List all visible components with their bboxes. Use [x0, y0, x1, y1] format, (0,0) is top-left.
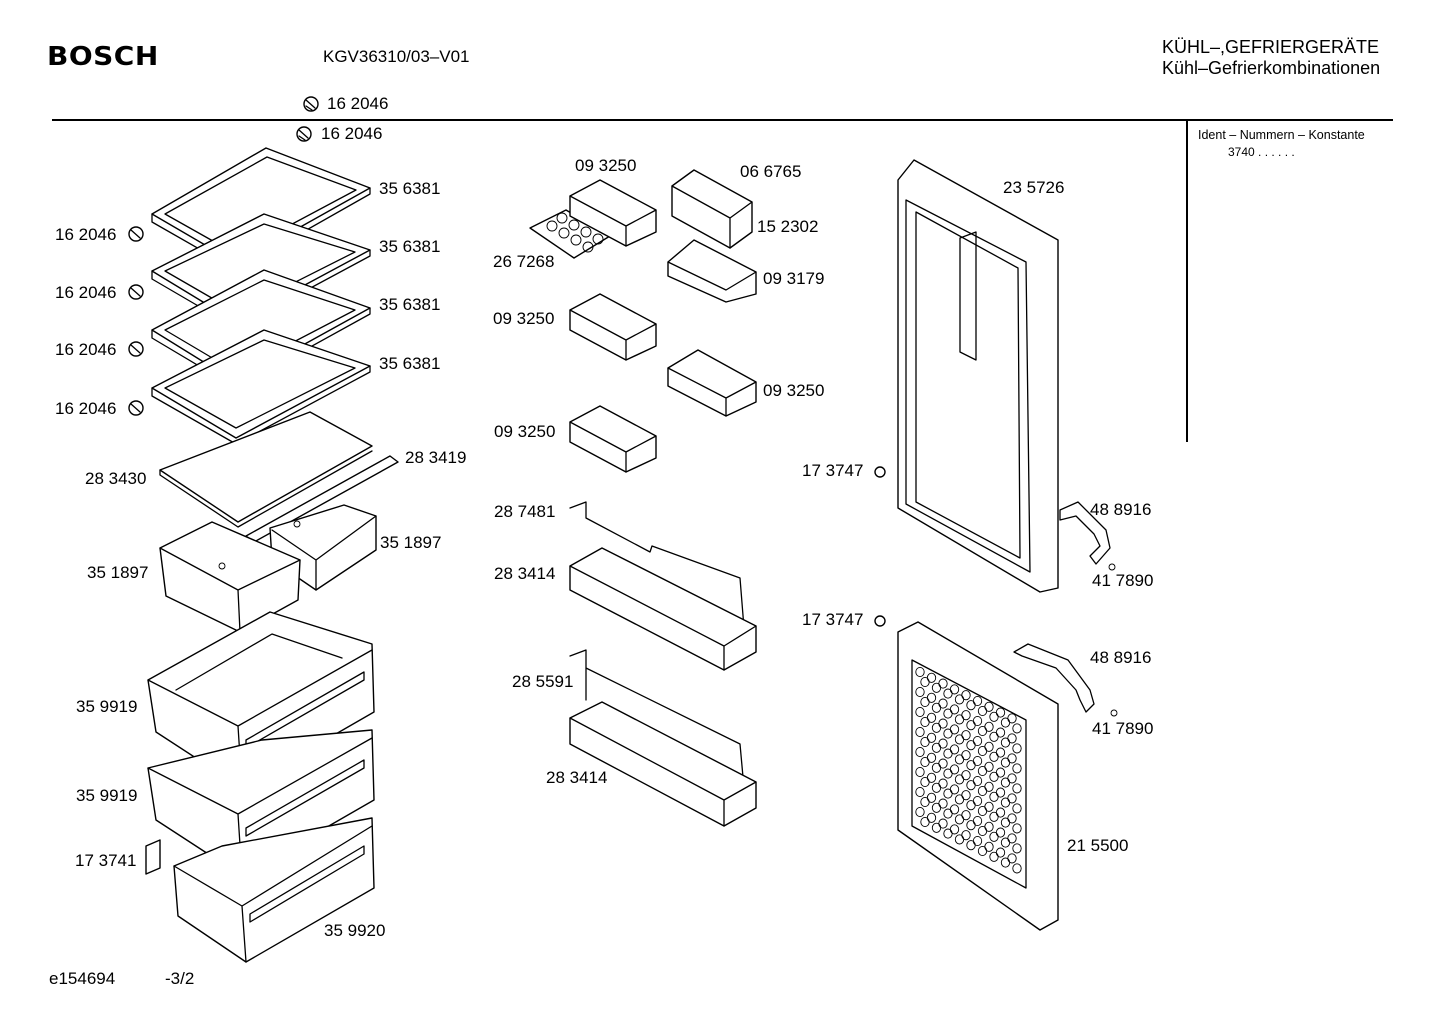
freezer-door-panel-pattern	[915, 666, 1022, 874]
part-label: 21 5500	[1067, 836, 1129, 855]
part-label: 41 7890	[1092, 571, 1154, 590]
part-label: 16 2046	[55, 283, 117, 302]
category-subtitle: Kühl–Gefrierkombinationen	[1162, 58, 1381, 78]
part-label: 35 6381	[379, 295, 441, 314]
part-label: 35 6381	[379, 237, 441, 256]
drawing-id: e154694	[49, 969, 116, 988]
hinge-screw-upper	[874, 466, 886, 478]
door-box-middle-left	[569, 293, 657, 361]
door-handle-lower	[1013, 643, 1118, 717]
butter-compartment-lid	[671, 169, 753, 249]
part-label: 35 6381	[379, 179, 441, 198]
door-box-middle-right	[667, 349, 757, 417]
part-label: 28 3414	[546, 768, 608, 787]
model-number: KGV36310/03–V01	[323, 47, 470, 66]
part-label: 06 6765	[740, 162, 802, 181]
clip-icon-left-1	[128, 226, 144, 242]
part-label: 48 8916	[1090, 648, 1152, 667]
drawer-handle-clip	[145, 839, 161, 875]
door-box-top	[569, 179, 657, 247]
clip-icon-top-a	[303, 96, 319, 112]
part-label: 35 9919	[76, 697, 138, 716]
part-label: 28 3419	[405, 448, 467, 467]
part-label: 09 3250	[493, 309, 555, 328]
part-label: 35 6381	[379, 354, 441, 373]
part-label: 16 2046	[55, 399, 117, 418]
part-label: 41 7890	[1092, 719, 1154, 738]
part-label: 23 5726	[1003, 178, 1065, 197]
clip-icon-left-3	[128, 341, 144, 357]
part-label: 09 3179	[763, 269, 825, 288]
glass-shelf-4	[151, 329, 371, 445]
ident-box-value: 3740 . . . . . .	[1228, 145, 1295, 159]
part-label: 16 2046	[321, 124, 383, 143]
part-label: 17 3741	[75, 851, 137, 870]
small-drawer-left	[159, 521, 301, 633]
part-label: 35 1897	[380, 533, 442, 552]
crisper-cover-plate	[159, 411, 373, 528]
part-label: 09 3250	[763, 381, 825, 400]
clip-icon-left-4	[128, 400, 144, 416]
bottle-shelf-upper	[569, 547, 757, 671]
ident-box-title: Ident – Nummern – Konstante	[1198, 128, 1365, 142]
part-label: 28 3430	[85, 469, 147, 488]
part-label: 15 2302	[757, 217, 819, 236]
category-title: KÜHL–,GEFRIERGERÄTE	[1162, 37, 1380, 57]
page-number: -3/2	[165, 969, 195, 988]
clip-icon-top-b	[296, 126, 312, 142]
door-handle-upper	[1059, 501, 1116, 571]
part-label: 16 2046	[55, 340, 117, 359]
fridge-door	[897, 159, 1059, 593]
part-label: 28 5591	[512, 672, 574, 691]
part-label: 35 1897	[87, 563, 149, 582]
part-label: 17 3747	[802, 461, 864, 480]
part-label: 26 7268	[493, 252, 555, 271]
door-box-lower	[569, 405, 657, 473]
part-label: 09 3250	[575, 156, 637, 175]
hinge-screw-lower	[874, 615, 886, 627]
part-label: 09 3250	[494, 422, 556, 441]
bottle-shelf-lower	[569, 701, 757, 827]
part-label: 28 3414	[494, 564, 556, 583]
freezer-drawer	[173, 817, 375, 963]
part-label: 16 2046	[55, 225, 117, 244]
butter-compartment-box	[667, 239, 757, 303]
part-label: 48 8916	[1090, 500, 1152, 519]
part-label: 35 9919	[76, 786, 138, 805]
clip-icon-left-2	[128, 284, 144, 300]
part-label: 17 3747	[802, 610, 864, 629]
part-label: 16 2046	[327, 94, 389, 113]
part-label: 35 9920	[324, 921, 386, 940]
part-label: 28 7481	[494, 502, 556, 521]
brand-logo: BOSCH	[47, 41, 159, 72]
